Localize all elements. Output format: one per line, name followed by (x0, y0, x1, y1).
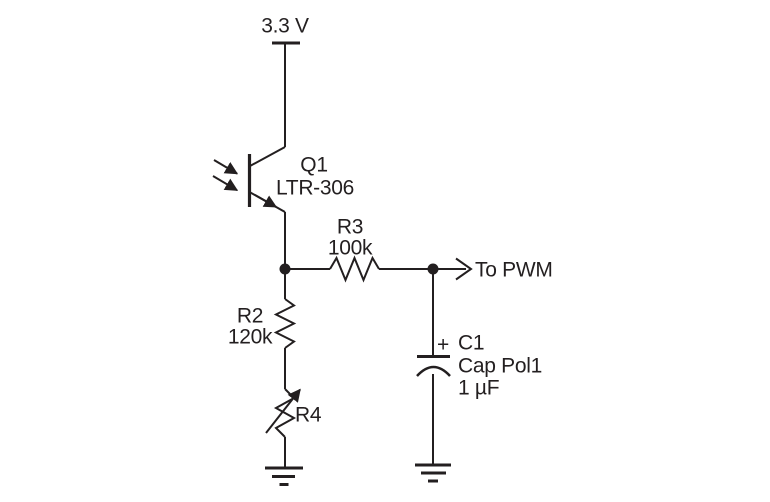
output-label: To PWM (475, 259, 553, 282)
r3-ref-label: R3 (337, 216, 363, 239)
q1-part-label: LTR-306 (276, 177, 354, 200)
output-arrow-icon (455, 257, 473, 281)
ground-icon-left (265, 466, 303, 486)
junctions-layer (279, 263, 439, 275)
c1-value-label: 1 µF (458, 377, 499, 400)
q1-ref-label: Q1 (300, 154, 327, 177)
r2-zigzag (273, 298, 297, 349)
c1-kind-label: Cap Pol1 (458, 355, 542, 378)
q1-emitter-arrow-icon (254, 194, 278, 208)
junction-dot-left (279, 263, 291, 275)
light-arrow-1-icon (213, 159, 239, 175)
junction-dot-right (427, 263, 439, 275)
wires-layer (212, 41, 473, 486)
ground-icon-right (415, 463, 451, 483)
light-arrow-2-icon (212, 175, 239, 192)
r4-zigzag (273, 388, 297, 438)
r4-ref-label: R4 (295, 404, 322, 427)
labels-layer: 3.3 V Q1 LTR-306 R3 100k To PWM R2 120k … (228, 15, 553, 427)
power-label: 3.3 V (261, 15, 309, 38)
r2-ref-label: R2 (237, 305, 263, 328)
c1-ref-label: C1 (458, 332, 484, 355)
r3-zigzag (329, 255, 380, 283)
c1-polarity-label: + (437, 334, 449, 357)
r2-value-label: 120k (228, 326, 273, 349)
q1-collector-diagonal (249, 146, 286, 167)
r4-wiper-arrow-icon (265, 388, 301, 434)
c1-bottom-plate (416, 365, 451, 377)
r3-value-label: 100k (328, 237, 373, 260)
